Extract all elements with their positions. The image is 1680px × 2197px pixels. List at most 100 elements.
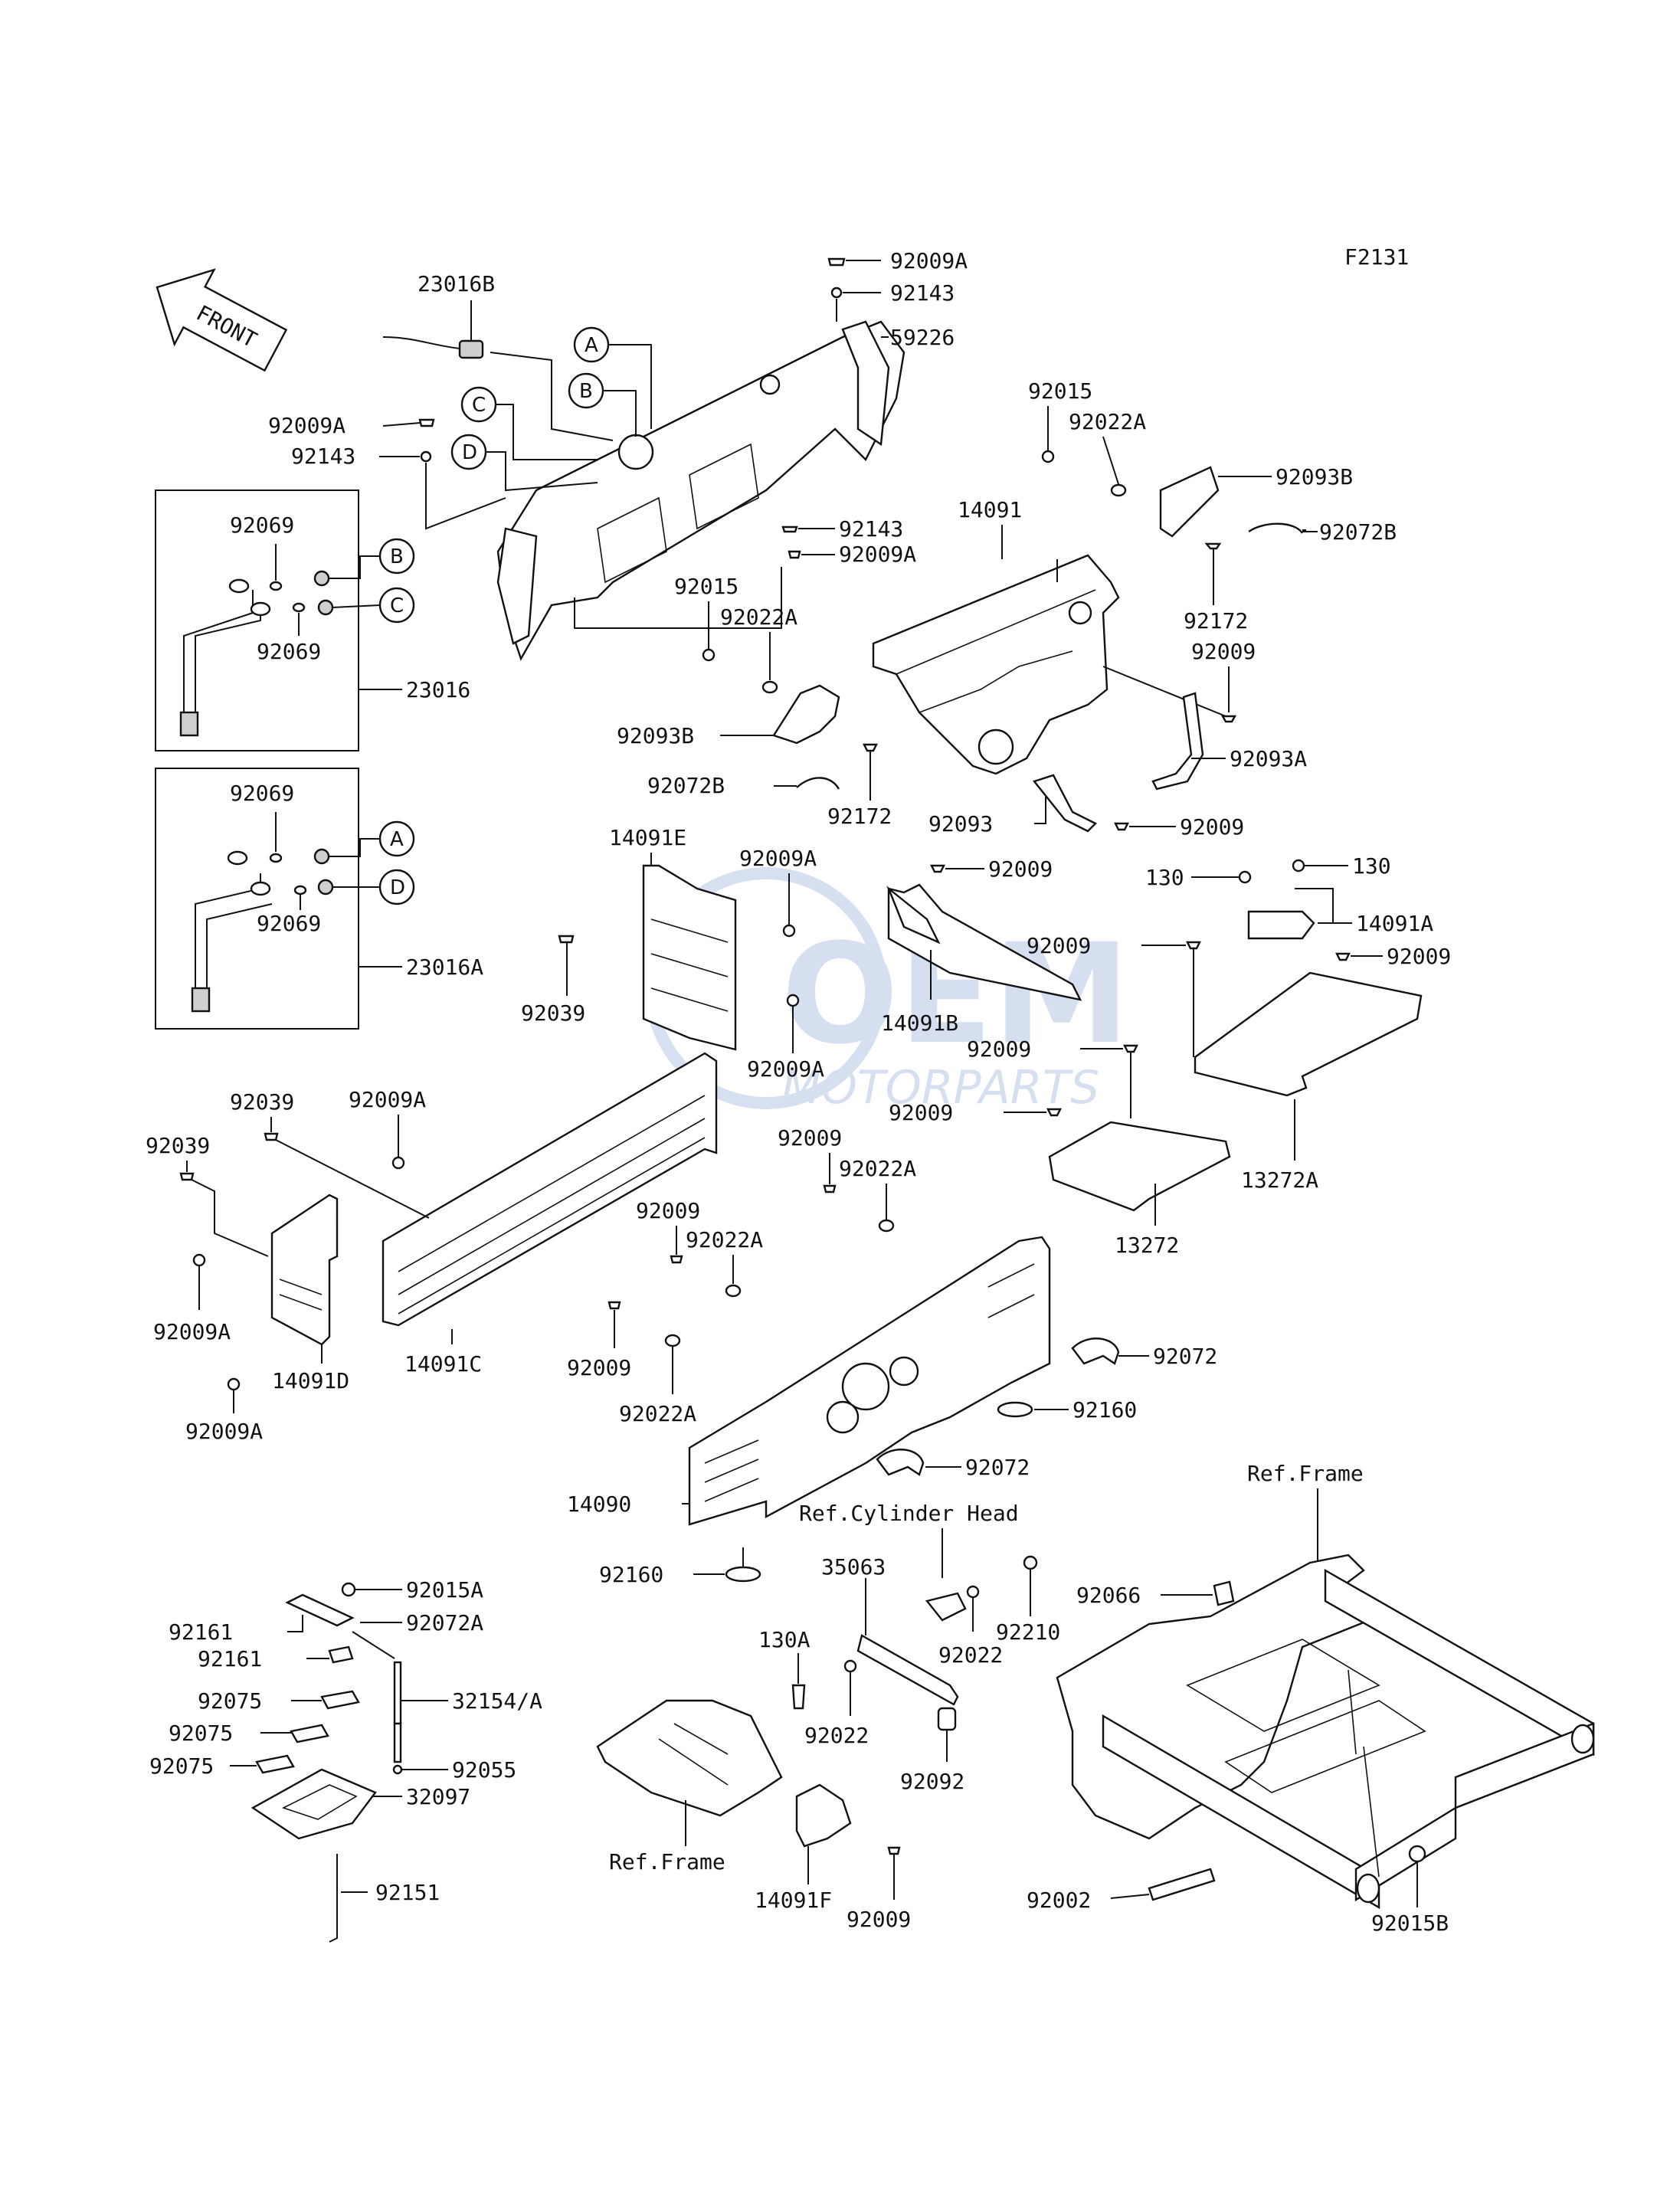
pad-92075-c [255, 1754, 295, 1774]
label-92069-3: 92069 [230, 781, 294, 806]
stay-35063 [856, 1592, 967, 1706]
label-92093A: 92093A [1230, 746, 1307, 771]
bolt-92009-c1 [823, 1184, 837, 1193]
label-13272A: 13272A [1241, 1167, 1318, 1193]
label-92009A-d2: 92009A [185, 1419, 263, 1444]
bolt-92009-r2 [1335, 952, 1351, 961]
callout-B-dash: B [568, 372, 604, 409]
label-14091E: 14091E [609, 825, 686, 850]
label-92075-a: 92075 [198, 1688, 262, 1714]
bolt-92009A-top [827, 257, 846, 267]
callout-C-box1: C [378, 587, 415, 624]
label-92009A-top: 92009A [890, 248, 968, 273]
label-92172-m: 92172 [827, 804, 892, 829]
label-23016: 23016 [406, 677, 470, 702]
label-92161-a: 92161 [169, 1619, 233, 1645]
stay-92093 [1032, 774, 1098, 833]
pin-92055 [392, 1764, 403, 1775]
pad-92075-a [320, 1690, 360, 1710]
rod-32154A-2 [393, 1722, 402, 1763]
washer-92143-mid [781, 526, 798, 533]
label-14091B: 14091B [881, 1010, 958, 1036]
nut-130a [1238, 870, 1252, 884]
label-92009-c1: 92009 [778, 1125, 842, 1151]
washer-92022-a [966, 1585, 980, 1599]
frame-fragment [596, 1699, 783, 1817]
panel-14090 [688, 1236, 1051, 1526]
label-92066: 92066 [1076, 1583, 1141, 1608]
label-92009A-mid: 92009A [839, 542, 916, 567]
bolt-92009-f [887, 1846, 901, 1855]
label-92022-b: 92022 [804, 1723, 869, 1748]
washer-92143-left [420, 450, 432, 463]
tray-14091 [872, 554, 1120, 775]
front-arrow-icon: FRONT [156, 268, 288, 372]
bolt-92002 [1148, 1868, 1216, 1901]
label-32154A: 32154/A [452, 1688, 542, 1714]
bracket-14091D [270, 1193, 339, 1346]
label-14091D: 14091D [272, 1368, 349, 1393]
washer-92022A-m [761, 680, 778, 694]
callout-A-box2: A [378, 820, 415, 857]
label-92160-b: 92160 [599, 1562, 663, 1587]
label-130a: 130 [1145, 865, 1184, 890]
label-92009A-left: 92009A [268, 413, 345, 438]
bracket-92093B-tr [1159, 466, 1220, 538]
ref-frame-1: Ref.Frame [1247, 1461, 1364, 1486]
callout-D-box2: D [378, 869, 415, 905]
svg-text:B: B [579, 380, 593, 403]
label-92151: 92151 [375, 1880, 440, 1905]
label-92009-r2: 92009 [1387, 944, 1451, 969]
frame-assembly [1056, 1554, 1595, 1910]
bolt-92009-r3 [1123, 1044, 1138, 1053]
grommet-92160-a [997, 1401, 1033, 1418]
label-92009-r4: 92009 [889, 1100, 953, 1125]
nut-92015-tr [1041, 450, 1055, 463]
dashboard-59226 [496, 320, 905, 661]
bolt-92009A-c [391, 1156, 405, 1170]
label-92039-a: 92039 [146, 1133, 210, 1158]
callout-B-box1: B [378, 538, 415, 575]
svg-text:D: D [390, 876, 405, 899]
nut-92015-m [702, 648, 716, 662]
label-92009-r1: 92009 [1027, 933, 1091, 958]
figure-code: F2131 [1344, 244, 1409, 270]
label-92009-b1: 92009 [988, 856, 1053, 882]
panel-14091C [382, 1052, 718, 1327]
label-92022-a: 92022 [938, 1642, 1003, 1668]
label-92009A-e2: 92009A [747, 1056, 824, 1082]
bolt-92009-m2 [1114, 822, 1129, 831]
bolt-92009-c2 [670, 1255, 683, 1264]
nut-92015A [341, 1582, 356, 1597]
label-92015A: 92015A [406, 1577, 483, 1603]
svg-text:A: A [585, 334, 598, 357]
label-92015-tr: 92015 [1028, 378, 1092, 404]
label-92039-b: 92039 [230, 1089, 294, 1115]
clamp-92072-b [876, 1449, 925, 1476]
grommet-92160-b [725, 1566, 761, 1583]
svg-text:C: C [390, 594, 404, 617]
watermark-sub: MOTORPARTS [781, 1061, 1099, 1115]
bolt-92009A-mid [788, 550, 801, 559]
label-92009-c2: 92009 [636, 1198, 700, 1223]
label-92009-m2: 92009 [1180, 814, 1244, 840]
label-92009A-d: 92009A [153, 1319, 231, 1344]
holder-32097 [251, 1768, 377, 1840]
bolt-92009A-d2 [227, 1377, 241, 1391]
label-92072-b: 92072 [965, 1455, 1030, 1480]
bolt-92039-b [264, 1132, 279, 1141]
bolt-92009-r4 [1046, 1108, 1062, 1117]
inset-box-23016A [155, 768, 359, 1030]
washer-92022-b [843, 1659, 857, 1673]
label-92092: 92092 [900, 1769, 964, 1794]
label-23016A: 23016A [406, 954, 483, 980]
nut-130b [1292, 859, 1305, 873]
label-92093: 92093 [928, 811, 993, 837]
bolt-130A [791, 1684, 806, 1710]
label-92015-m: 92015 [674, 574, 738, 599]
clamp-92072-a [1071, 1338, 1120, 1365]
clip-92066 [1213, 1580, 1235, 1606]
rod-32154A [393, 1661, 402, 1725]
label-23016B: 23016B [418, 271, 495, 296]
bracket-92161-b [328, 1645, 354, 1664]
